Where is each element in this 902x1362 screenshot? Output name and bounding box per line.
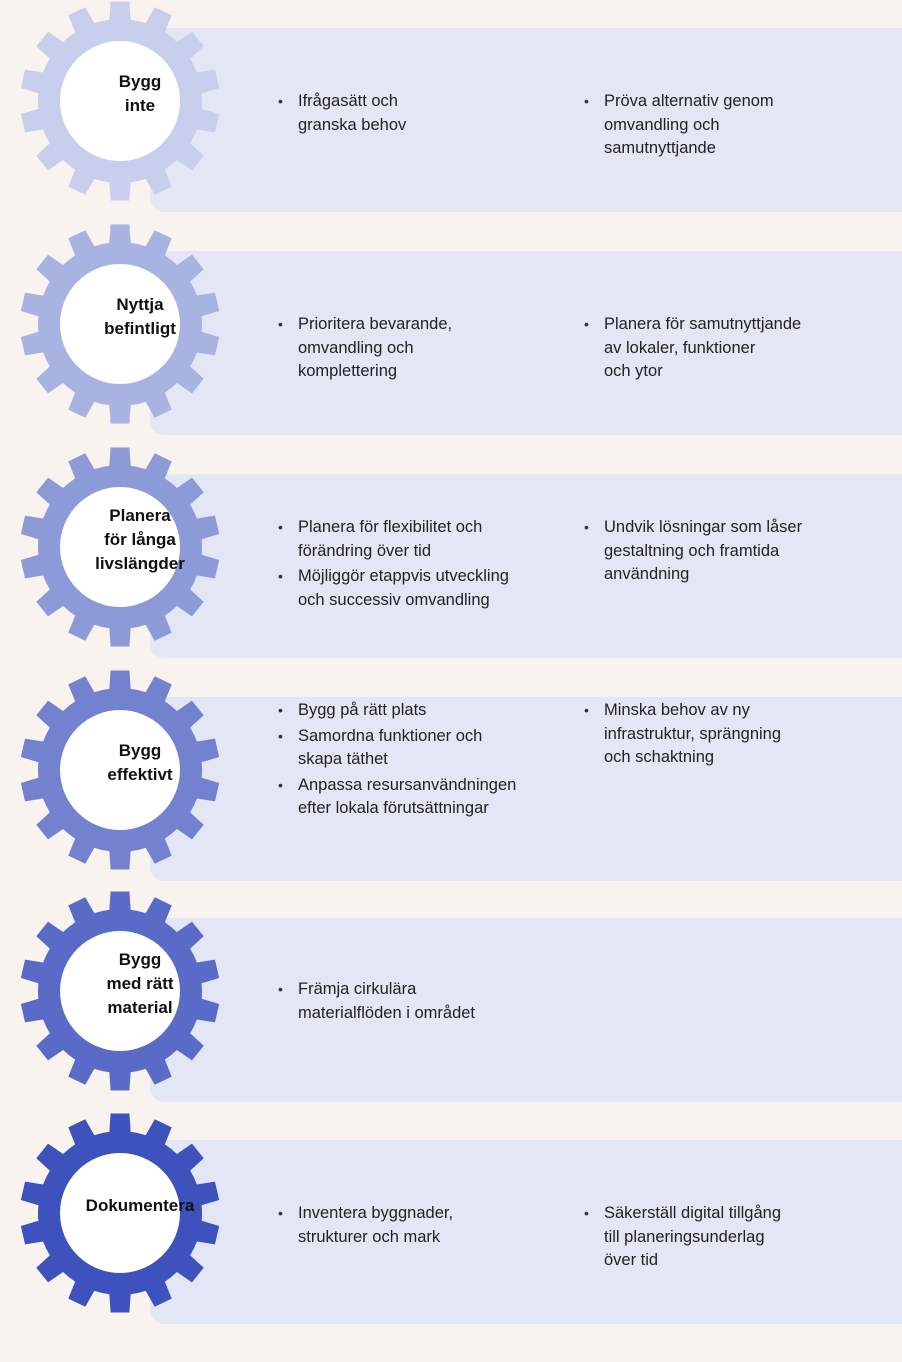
bullet-column: • Planera för flexibilitet och förändring… [278,516,568,614]
bullet-text: Planera för samutnyttjande av lokaler, f… [604,315,802,380]
gear-icon: Dokumentera [20,1113,220,1313]
bullet-column: • Främja cirkulära materialflöden i områd… [278,978,568,1027]
bullet-icon: • [278,776,283,793]
step-row: Nyttja befintligt • Prioritera bevarande, … [0,224,902,473]
bullet-icon: • [584,1205,589,1221]
step-title: Planera för långa livslängder [95,506,185,573]
gear-icon: Bygg inte [20,1,220,201]
bullet-item: • Prioritera bevarande, omvandling och ko… [278,313,568,384]
gear-icon: Bygg effektivt [20,670,220,870]
bullet-icon: • [278,316,283,332]
bullet-column: • Prioritera bevarande, omvandling och ko… [278,313,568,386]
step-row: Bygg med rätt material • Främja cirkulära … [0,891,902,1140]
bullet-item: • Säkerställ digital tillgång till planer… [584,1202,874,1273]
bullet-item: • Minska behov av ny infrastruktur, sprän… [584,699,874,770]
bullet-text: Säkerställ digital tillgång till planeri… [604,1204,782,1269]
bullet-icon: • [584,702,589,718]
bullet-icon: • [278,519,283,535]
bullet-column: • Säkerställ digital tillgång till planer… [584,1202,874,1275]
bullet-text: Ifrågasätt och granska behov [298,92,407,134]
bullet-icon: • [584,316,589,332]
step-panel [150,251,902,435]
bullet-item: • Bygg på rätt plats [278,699,568,723]
step-panel [150,1140,902,1324]
bullet-column: • Undvik lösningar som låser gestaltning … [584,516,874,589]
bullet-item: • Planera för flexibilitet och förändring… [278,516,568,563]
gear-icon: Bygg med rätt material [20,891,220,1091]
bullet-item: • Ifrågasätt och granska behov [278,90,568,137]
step-panel [150,697,902,881]
step-panel [150,474,902,658]
bullet-column: • Bygg på rätt plats • Samordna funktioner … [278,699,568,823]
gear-icon: Planera för långa livslängder [20,447,220,647]
step-title: Bygg med rätt material [106,950,174,1017]
bullet-text: Inventera byggnader, strukturer och mark [298,1204,454,1246]
step-panel [150,28,902,212]
bullet-item: • Planera för samutnyttjande av lokaler, … [584,313,874,384]
bullet-column: • Ifrågasätt och granska behov [278,90,568,139]
step-row: Bygg inte • Ifrågasätt och granska behov • P… [0,1,902,250]
bullet-text: Prioritera bevarande, omvandling och kom… [298,315,453,380]
bullet-icon: • [584,93,589,109]
step-row: Dokumentera • Inventera byggnader, struktu… [0,1113,902,1362]
bullet-item: • Främja cirkulära materialflöden i områd… [278,978,568,1025]
bullet-item: • Undvik lösningar som låser gestaltning … [584,516,874,587]
bullet-text: Främja cirkulära materialflöden i område… [298,980,476,1022]
bullet-text: Planera för flexibilitet och förändring … [298,518,483,560]
step-title: Nyttja befintligt [104,295,176,338]
gear-icon: Nyttja befintligt [20,224,220,424]
bullet-text: Anpassa resursanvändningen efter lokala … [298,775,517,818]
bullet-text: Pröva alternativ genom omvandling och sa… [604,92,774,157]
bullet-item: • Pröva alternativ genom omvandling och s… [584,90,874,161]
step-row: Bygg effektivt • Bygg på rätt plats • Samord… [0,670,902,919]
bullet-item: • Möjliggör etappvis utveckling och succe… [278,565,568,612]
bullet-icon: • [278,981,283,997]
bullet-icon: • [278,93,283,109]
bullet-item: • Inventera byggnader, strukturer och mar… [278,1202,568,1249]
step-title: Bygg effektivt [107,741,173,784]
step-title: Dokumentera [85,1196,195,1215]
bullet-item: • Anpassa resursanvändningen efter lokala… [278,774,568,821]
bullet-column: • Pröva alternativ genom omvandling och s… [584,90,874,163]
bullet-text: Minska behov av ny infrastruktur, spräng… [604,701,782,766]
bullet-icon: • [278,568,283,584]
bullet-item: • Samordna funktioner och skapa täthet [278,725,568,772]
step-row: Planera för långa livslängder • Planera fö… [0,447,902,696]
bullet-text: Undvik lösningar som låser gestaltning o… [604,518,803,583]
bullet-icon: • [278,702,283,718]
bullet-text: Möjliggör etappvis utveckling och succes… [298,567,509,609]
bullet-icon: • [278,727,283,744]
step-panel [150,918,902,1102]
bullet-column: • Inventera byggnader, strukturer och mar… [278,1202,568,1251]
bullet-text: Bygg på rätt plats [298,701,427,719]
step-title: Bygg inte [118,72,162,115]
bullet-icon: • [584,519,589,535]
bullet-text: Samordna funktioner och skapa täthet [298,726,483,769]
bullet-column: • Minska behov av ny infrastruktur, sprän… [584,699,874,772]
bullet-column: • Planera för samutnyttjande av lokaler, … [584,313,874,386]
bullet-icon: • [278,1205,283,1221]
